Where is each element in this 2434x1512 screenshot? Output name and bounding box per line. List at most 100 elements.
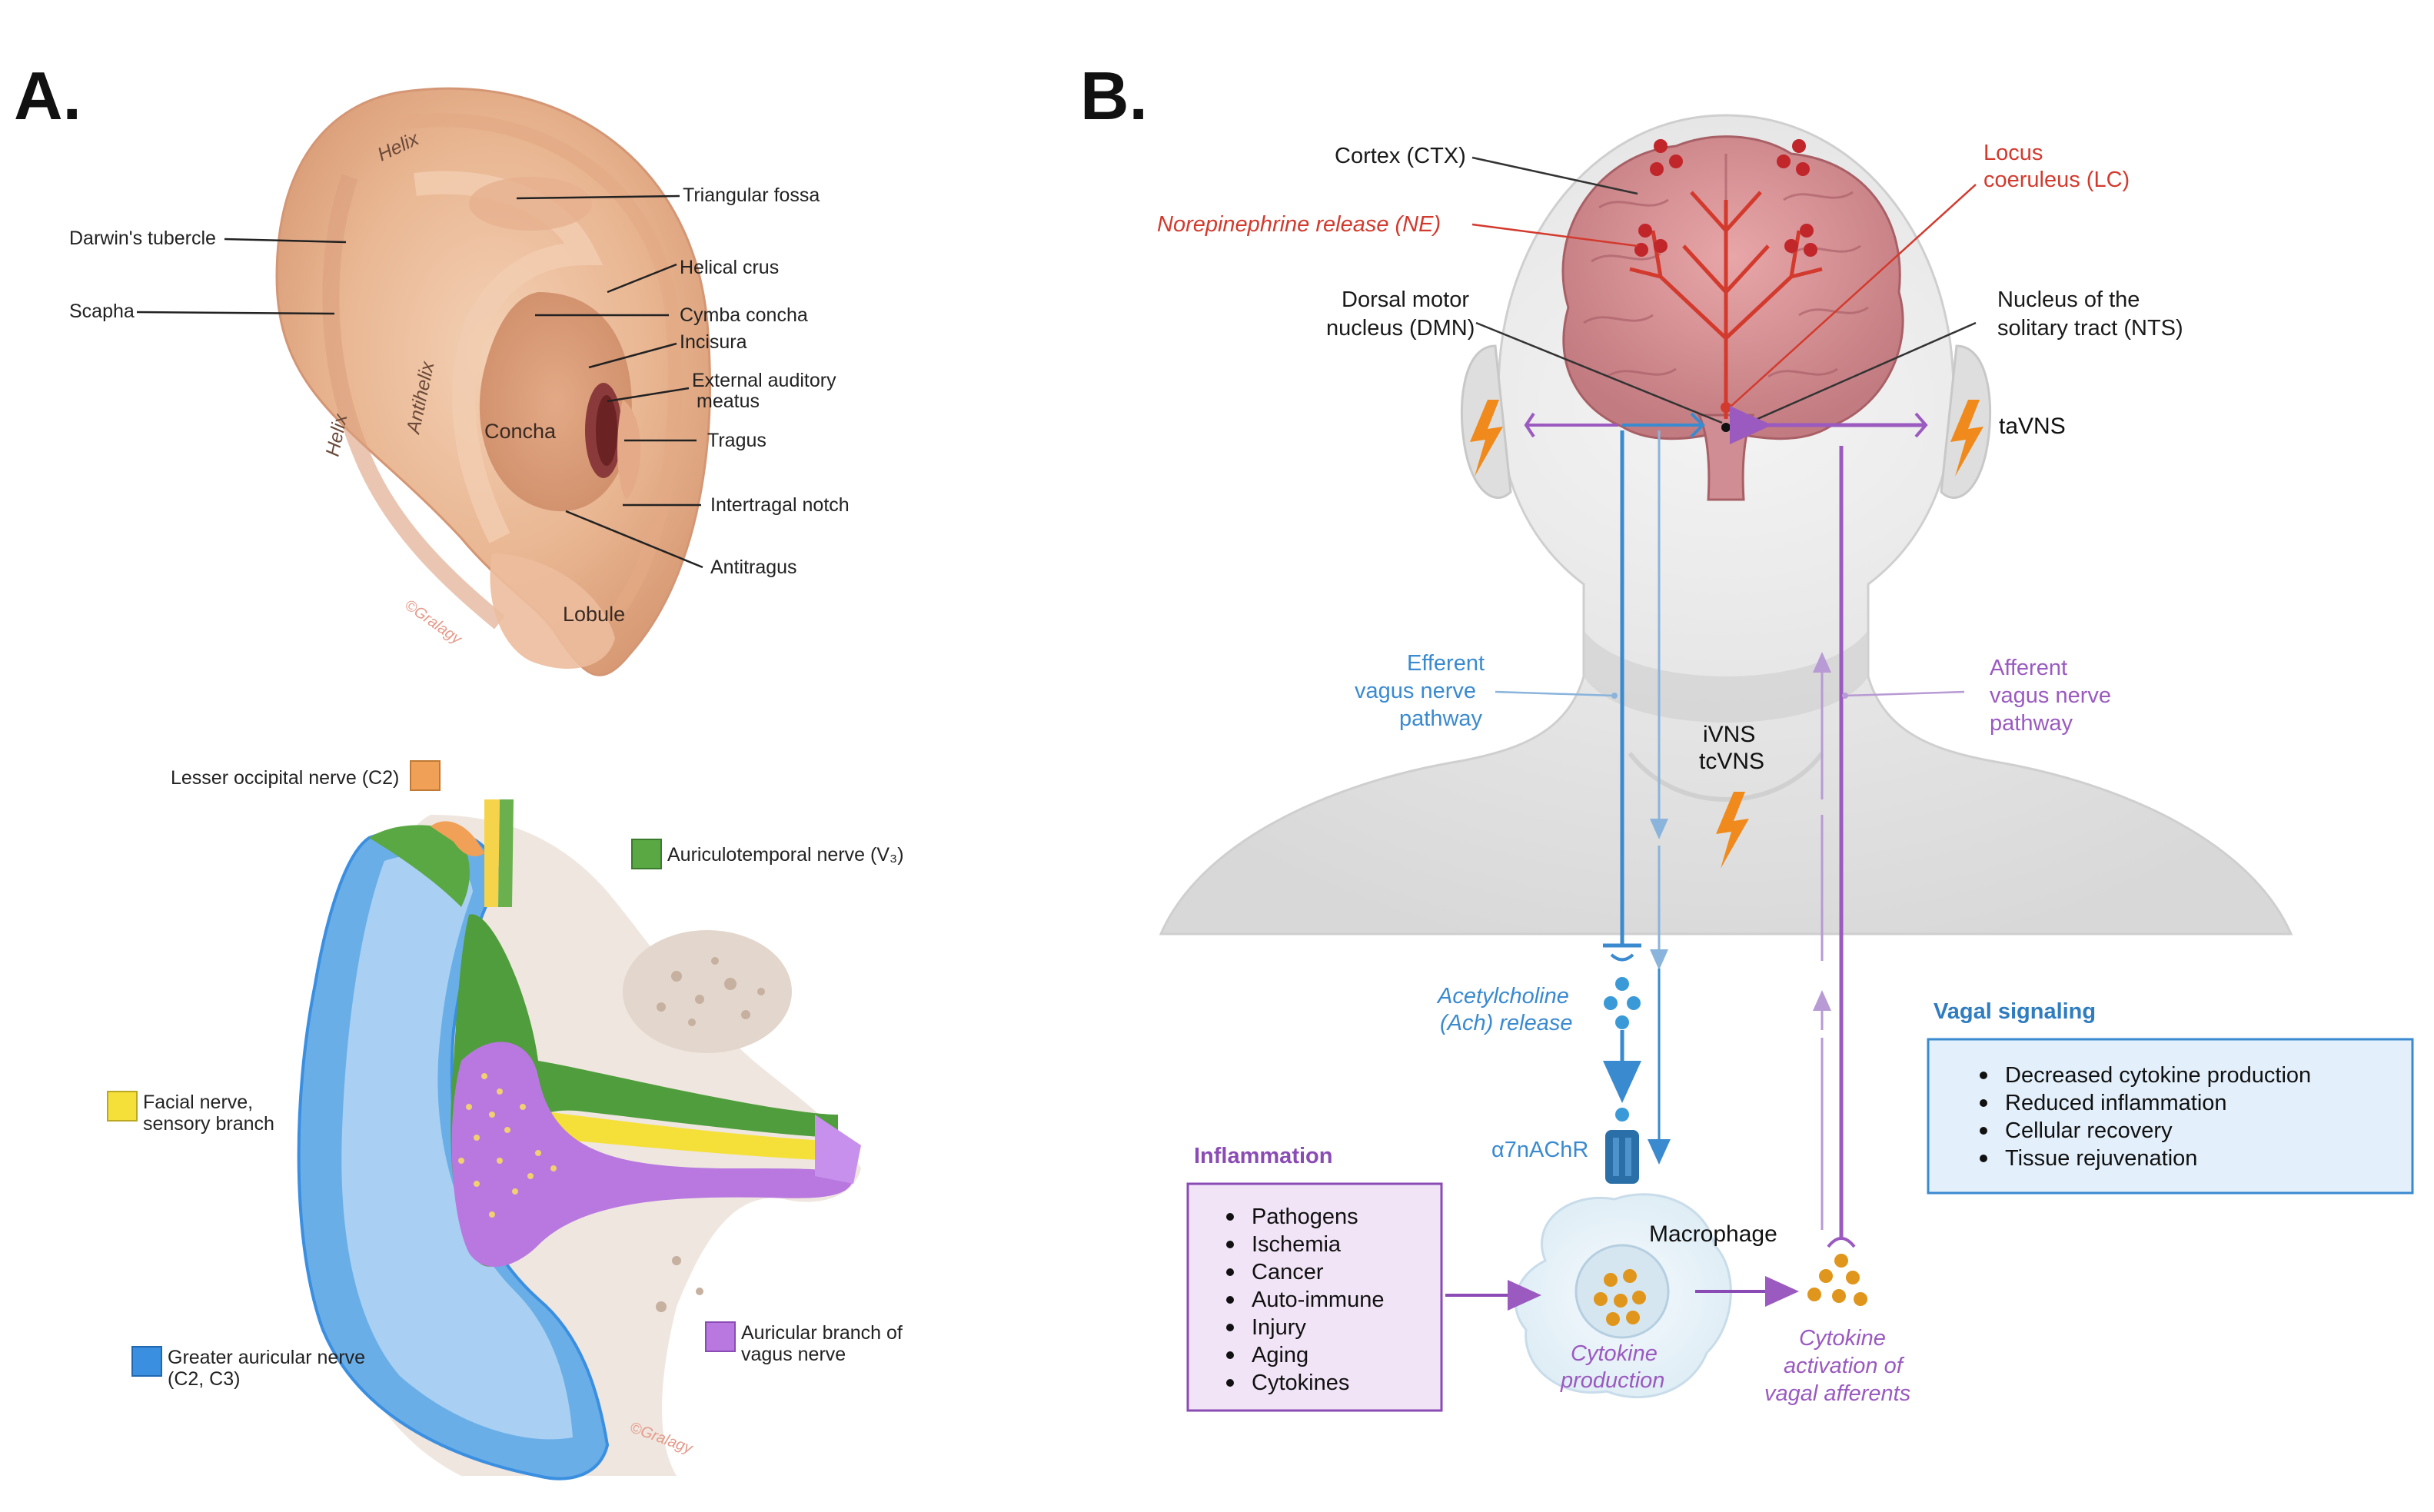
label-cytokine-activation-1: Cytokine <box>1799 1326 1886 1351</box>
lightning-neck-icon <box>1716 792 1749 869</box>
bullet-icon <box>1226 1213 1234 1221</box>
ear-label-helical-crus: Helical crus <box>680 257 779 278</box>
inflammation-title: Inflammation <box>1194 1144 1332 1168</box>
head-silhouette <box>1159 114 2293 935</box>
label-locus-1: Locus <box>1983 141 2043 165</box>
lightning-right-icon <box>1950 400 1983 477</box>
label-efferent-1: Efferent <box>1407 651 1485 676</box>
greater-auricular-swatch <box>131 1346 162 1377</box>
label-macrophage: Macrophage <box>1649 1221 1777 1247</box>
ach-molecules <box>1604 977 1641 1122</box>
bullet-icon <box>1226 1268 1234 1276</box>
label-efferent-2: vagus nerve <box>1355 679 1476 703</box>
nerve-label-auriculotemporal: Auriculotemporal nerve (V₃) <box>667 844 904 866</box>
ear-label-intertragal-notch: Intertragal notch <box>710 494 850 516</box>
label-locus-2: coeruleus (LC) <box>1983 168 2130 192</box>
a7nachr-receptor <box>1605 1130 1639 1184</box>
nerve-label-lesser-occipital: Lesser occipital nerve (C2) <box>171 767 399 789</box>
ear-label-tragus: Tragus <box>707 430 766 451</box>
brain-leader-lines <box>1471 156 1977 432</box>
bullet-icon <box>1226 1324 1234 1331</box>
list-item: Reduced inflammation <box>2005 1091 2227 1115</box>
ear-label-cymba-concha: Cymba concha <box>680 304 808 326</box>
panel-a-letter: A. <box>14 58 81 134</box>
label-dmn-2: nucleus (DMN) <box>1326 316 1475 341</box>
ear-label-triangular-fossa: Triangular fossa <box>683 184 820 206</box>
ear-nerve-cross-section <box>297 799 861 1480</box>
label-cytokine-production-2: production <box>1560 1368 1664 1393</box>
bullet-icon <box>1980 1127 1987 1135</box>
ear-label-concha: Concha <box>484 420 557 443</box>
list-item: Cancer <box>1252 1260 1324 1284</box>
bullet-icon <box>1226 1241 1234 1248</box>
afferent-leader-dot <box>1842 693 1848 699</box>
list-item: Cellular recovery <box>2005 1118 2173 1143</box>
ear-label-eam-2: meatus <box>697 390 760 412</box>
ear-illustration <box>275 87 711 676</box>
label-tcvns: tcVNS <box>1699 749 1764 774</box>
nerve-label-auricular-vagus-2: vagus nerve <box>741 1344 846 1365</box>
ear-label-lobule: Lobule <box>563 603 625 626</box>
nerve-label-facial-1: Facial nerve, <box>143 1092 253 1113</box>
nerve-label-greater-auricular-2: (C2, C3) <box>168 1368 240 1390</box>
list-item: Aging <box>1252 1343 1308 1367</box>
bullet-icon <box>1226 1351 1234 1359</box>
label-afferent-2: vagus nerve <box>1990 683 2111 708</box>
label-afferent-1: Afferent <box>1990 656 2067 680</box>
list-item: Injury <box>1252 1315 1306 1340</box>
ear-leader-lines <box>136 194 703 569</box>
nerve-label-facial-2: sensory branch <box>143 1113 274 1135</box>
list-item: Auto-immune <box>1252 1288 1384 1312</box>
brain <box>1561 135 1904 501</box>
bullet-icon <box>1980 1072 1987 1079</box>
label-nts-1: Nucleus of the <box>1997 287 2140 312</box>
label-cortex: Cortex (CTX) <box>1335 144 1466 168</box>
label-nts-2: solitary tract (NTS) <box>1997 316 2183 341</box>
bullet-icon <box>1980 1155 1987 1162</box>
label-ivns: iVNS <box>1703 722 1755 747</box>
efferent-leader <box>1495 690 1615 697</box>
ear-label-eam-1: External auditory <box>692 370 836 391</box>
macrophage-nucleus <box>1574 1244 1670 1339</box>
label-efferent-3: pathway <box>1399 706 1483 731</box>
vagal-signaling-box <box>1927 1038 2414 1195</box>
label-ach-2: (Ach) release <box>1440 1011 1572 1035</box>
inflammation-list: PathogensIschemiaCancerAuto-immuneInjury… <box>1226 1205 1384 1395</box>
label-dmn-1: Dorsal motor <box>1342 287 1469 312</box>
vagal-signaling-title: Vagal signaling <box>1934 999 2096 1024</box>
cytokine-activation-particles <box>1807 1254 1867 1306</box>
ear-label-darwins-tubercle: Darwin's tubercle <box>69 228 216 249</box>
afferent-pathway <box>1730 406 1928 1248</box>
label-ach-1: Acetylcholine <box>1436 984 1569 1009</box>
ear-label-antitragus: Antitragus <box>710 557 797 578</box>
ear-label-helix-side: Helix <box>321 411 351 459</box>
label-cytokine-production-1: Cytokine <box>1571 1341 1658 1366</box>
efferent-leader-dot <box>1611 693 1618 699</box>
list-item: Ischemia <box>1252 1232 1342 1257</box>
bullet-icon <box>1226 1379 1234 1387</box>
bullet-icon <box>1980 1099 1987 1107</box>
lightning-left-icon <box>1470 400 1503 477</box>
label-tavns: taVNS <box>1999 414 2066 439</box>
cytokine-particles <box>1594 1269 1646 1326</box>
lightning-bolts <box>1470 400 1983 869</box>
label-norepinephrine: Norepinephrine release (NE) <box>1157 212 1441 237</box>
label-cytokine-activation-2: activation of <box>1784 1354 1905 1378</box>
ear-label-incisura: Incisura <box>680 331 747 353</box>
list-item: Pathogens <box>1252 1205 1358 1229</box>
label-cytokine-activation-3: vagal afferents <box>1764 1381 1910 1406</box>
label-a7nachr: α7nAChR <box>1491 1138 1588 1162</box>
list-item: Tissue rejuvenation <box>2005 1146 2197 1171</box>
list-item: Cytokines <box>1252 1371 1349 1395</box>
nerve-label-greater-auricular-1: Greater auricular nerve <box>168 1347 365 1368</box>
list-item: Decreased cytokine production <box>2005 1063 2311 1088</box>
panel-b-letter: B. <box>1080 58 1148 134</box>
nerve-label-auricular-vagus-1: Auricular branch of <box>741 1322 903 1344</box>
facial-nerve-swatch <box>107 1091 138 1122</box>
afferent-leader <box>1844 690 1965 697</box>
ear-label-scapha: Scapha <box>69 301 135 322</box>
label-afferent-3: pathway <box>1990 711 2073 736</box>
bullet-icon <box>1226 1296 1234 1304</box>
